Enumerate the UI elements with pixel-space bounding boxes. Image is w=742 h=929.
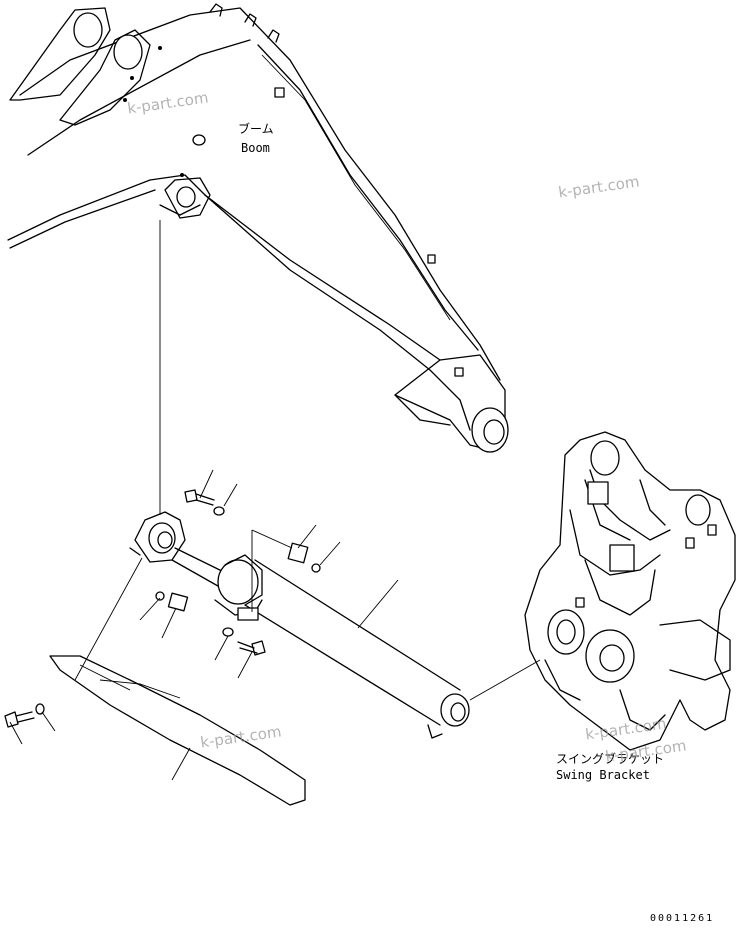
boom-label-jp: ブーム [238, 122, 274, 136]
boom-part [7, 3, 509, 453]
swing-bracket-label-en: Swing Bracket [556, 768, 650, 782]
leader-lines [9, 220, 541, 781]
cylinder-part [129, 511, 470, 739]
swing-bracket-part [524, 431, 736, 751]
fasteners [4, 489, 321, 728]
document-number: 00011261 [650, 913, 715, 924]
swing-bracket-label-jp: スイングブラケット [556, 752, 665, 766]
cover-plate-part [49, 655, 306, 806]
boom-label-en: Boom [241, 141, 270, 155]
